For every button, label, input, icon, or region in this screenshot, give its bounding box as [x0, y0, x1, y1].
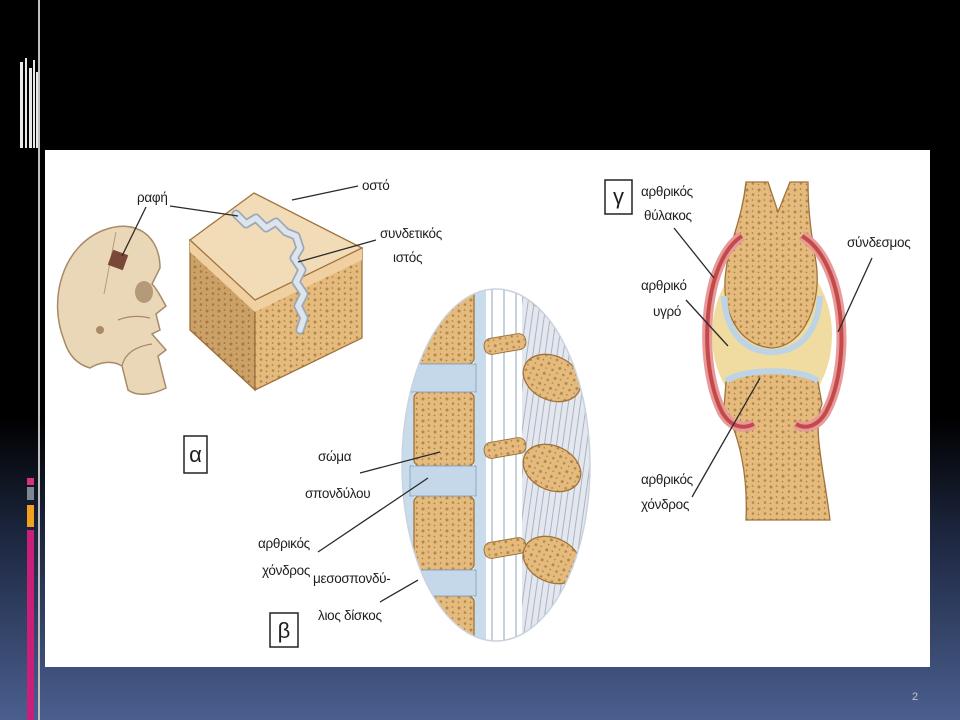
upper-articular-cartilage: [721, 295, 823, 356]
posterior-longitudinal-ligament: [474, 289, 486, 641]
panel-letter-text: β: [278, 618, 291, 643]
lower-bone: [723, 372, 831, 521]
joint-capsule-right: [794, 234, 844, 429]
slab-top-face: [188, 192, 364, 301]
leader-vertebral-cartilage: [317, 477, 429, 553]
panel-letter-box: [183, 435, 208, 474]
label-capsule-2: θύλακος: [644, 208, 693, 223]
panel-letter-box: [269, 612, 299, 648]
leader-suture-skull: [121, 206, 147, 257]
accent-block-gray: [27, 487, 34, 500]
intervertebral-disc: [409, 569, 477, 597]
leader-joint-cartilage: [691, 377, 761, 498]
leader-connective-tissue: [297, 239, 377, 263]
panel-letter-gamma: γ: [604, 179, 633, 215]
label-fluid-2: υγρό: [653, 304, 681, 319]
leader-vertebral-body: [359, 451, 441, 474]
skull-eye-socket: [135, 281, 153, 303]
label-connective-tissue-1: συνδετικός: [380, 226, 443, 241]
joint-capsule-left: [705, 234, 755, 429]
slab-left-shade: [190, 240, 255, 390]
intervertebral-disc: [409, 363, 477, 393]
anatomy-figure: ραφή οστό συνδετικός ιστός σώμα σπονδύλο…: [56, 178, 912, 648]
panel-letter-box: [604, 179, 633, 215]
leader-capsule: [673, 227, 715, 279]
vertebral-body: [413, 495, 475, 571]
slab-front-cortex: [255, 248, 362, 312]
bone-slab-illustration: [188, 192, 364, 392]
leader-suture-slab: [169, 205, 239, 217]
anatomy-figure-panel: ραφή οστό συνδετικός ιστός σώμα σπονδύλο…: [45, 150, 930, 667]
vertebral-body: [413, 289, 475, 365]
accent-strip-magenta: [27, 530, 34, 720]
leader-bone: [291, 185, 359, 201]
label-vertebral-cartilage-2: χόνδρος: [262, 563, 311, 578]
spinous-process: [522, 353, 582, 403]
leader-fluid: [685, 299, 729, 347]
synovial-joint-illustration: [702, 181, 847, 521]
label-vertebral-body-1: σώμα: [318, 449, 352, 464]
label-connective-tissue-2: ιστός: [393, 250, 423, 265]
lower-articular-cartilage: [724, 368, 820, 384]
label-ligament: σύνδεσμος: [847, 235, 911, 250]
skull-illustration: [56, 225, 168, 395]
label-fluid-1: αρθρικό: [641, 278, 687, 293]
leader-lines: [121, 185, 873, 603]
slab-left-cortex: [190, 240, 255, 312]
accent-block-pink: [27, 478, 34, 485]
vertebral-pedicle: [483, 333, 527, 355]
label-disc-2: λιος δίσκος: [318, 608, 382, 623]
vertebral-body: [413, 595, 475, 641]
bookshelf-bars-icon: [20, 58, 38, 148]
leader-ligament: [837, 257, 873, 333]
spinous-process: [522, 443, 582, 493]
skull-jaw-line: [121, 343, 153, 367]
panel-letter-text: α: [189, 442, 202, 467]
skull-outline: [56, 225, 168, 395]
vertebral-pedicle: [483, 437, 527, 459]
spine-circle-border: [401, 288, 591, 642]
label-vertebral-cartilage-1: αρθρικός: [258, 536, 311, 551]
slide-page-number: 2: [912, 691, 919, 703]
suture-connective-tissue: [233, 211, 307, 333]
panel-letter-beta: β: [269, 612, 299, 648]
skull-ear-hole: [96, 326, 104, 334]
leader-disc: [379, 579, 419, 603]
label-disc-1: μεσοσπονδύ-: [313, 571, 390, 586]
upper-bone: [724, 181, 818, 349]
label-joint-cartilage-1: αρθρικός: [641, 472, 694, 487]
left-vertical-rule: [38, 0, 40, 720]
panel-letter-alpha: α: [183, 435, 208, 474]
vertebral-pedicle: [483, 537, 527, 559]
label-joint-cartilage-2: χόνδρος: [641, 497, 690, 512]
vertebral-column-illustration: [401, 288, 591, 642]
label-capsule-1: αρθρικός: [641, 184, 694, 199]
label-vertebral-body-2: σπονδύλου: [305, 486, 370, 501]
figure-labels: ραφή οστό συνδετικός ιστός σώμα σπονδύλο…: [137, 178, 912, 623]
skull-cheekbone: [117, 315, 151, 321]
label-suture: ραφή: [137, 190, 168, 205]
intervertebral-disc: [409, 465, 477, 497]
panel-letter-text: γ: [613, 184, 624, 209]
label-bone: οστό: [362, 178, 389, 193]
vertebral-body: [413, 391, 475, 467]
accent-block-orange: [27, 505, 34, 527]
